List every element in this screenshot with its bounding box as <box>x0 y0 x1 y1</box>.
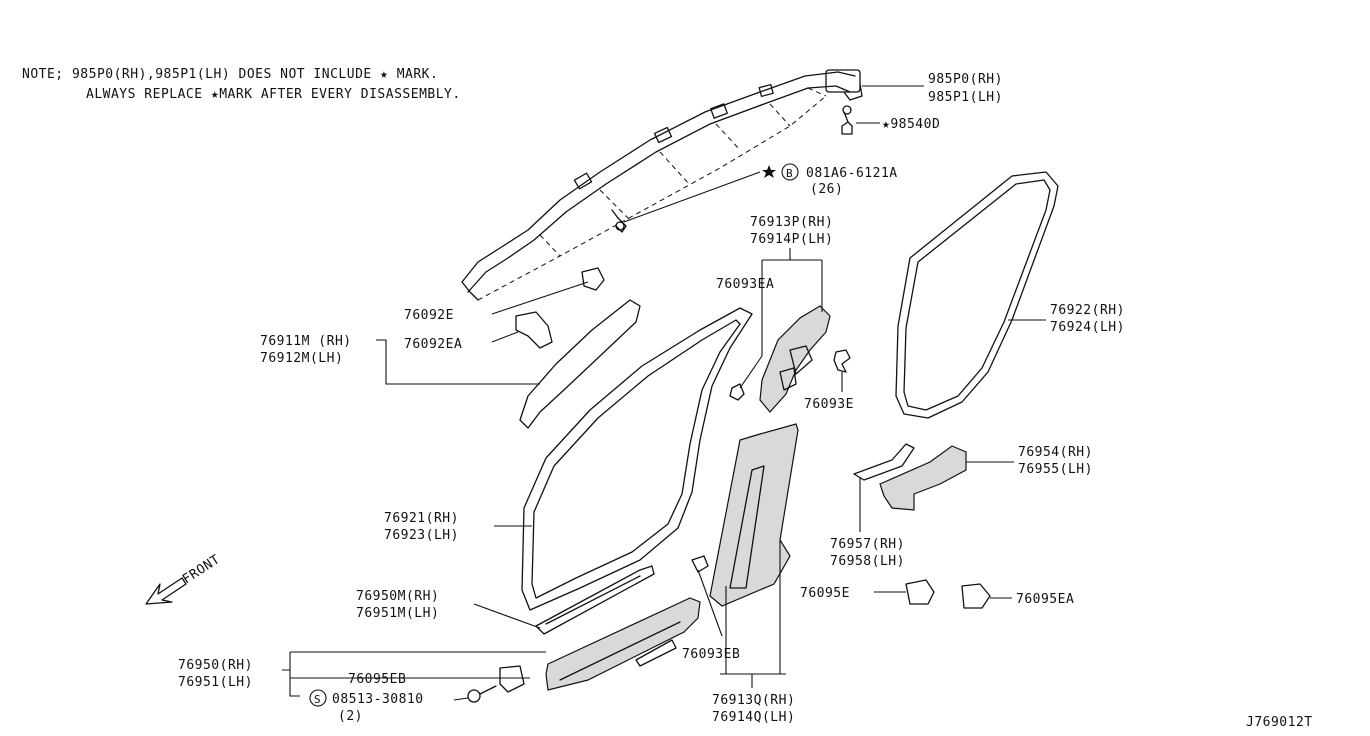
label-081a6-qty: (26) <box>810 182 843 197</box>
label-76957: 76957(RH) <box>830 537 905 552</box>
label-76950m: 76950M(RH) <box>356 589 439 604</box>
leader-76913q <box>720 540 786 688</box>
label-76914q: 76914Q(LH) <box>712 710 795 725</box>
clip-76092ea <box>515 311 553 349</box>
label-985p1: 985P1(LH) <box>928 90 1003 105</box>
note-line-1: NOTE; 985P0(RH),985P1(LH) DOES NOT INCLU… <box>22 67 438 82</box>
leader-76950m <box>473 603 541 629</box>
screw-08513 <box>467 685 497 703</box>
bolt-b-letter: B <box>786 167 793 180</box>
label-081a6: 081A6-6121A <box>806 166 898 181</box>
leader-76950 <box>282 651 546 697</box>
label-76093e: 76093E <box>804 397 854 412</box>
clip-76093ea <box>729 383 745 401</box>
star-icon <box>762 165 776 178</box>
label-76095eb: 76095EB <box>348 672 406 687</box>
label-76924: 76924(LH) <box>1050 320 1125 335</box>
label-76911m: 76911M (RH) <box>260 334 352 349</box>
leader-76913p <box>761 248 823 356</box>
clip-76092e <box>581 267 605 291</box>
front-arrow-icon <box>145 577 187 605</box>
bolt-081a6 <box>611 209 627 233</box>
clip-76093eb <box>691 555 709 573</box>
screw-s-icon <box>309 689 327 707</box>
label-76093eb: 76093EB <box>682 647 740 662</box>
leader-76092e <box>491 281 589 315</box>
front-door-weatherstrip <box>521 307 753 611</box>
a-pillar-garnish <box>519 299 641 429</box>
label-76954: 76954(RH) <box>1018 445 1093 460</box>
front-step-plate <box>535 565 655 635</box>
diagram-id: J769012T <box>1246 715 1313 730</box>
label-76095e: 76095E <box>800 586 850 601</box>
leader-081a6 <box>623 171 761 223</box>
label-76955: 76955(LH) <box>1018 462 1093 477</box>
rear-door-weatherstrip <box>895 171 1059 419</box>
label-76912m: 76912M(LH) <box>260 351 343 366</box>
clip-76095e <box>905 579 935 605</box>
label-76923: 76923(LH) <box>384 528 459 543</box>
label-76951: 76951(LH) <box>178 675 253 690</box>
label-76913p: 76913P(RH) <box>750 215 833 230</box>
leader-08513 <box>453 697 469 701</box>
leader-76093ea <box>739 355 763 389</box>
front-kicking-plate <box>545 597 701 691</box>
leader-76092ea <box>491 331 519 343</box>
curtain-airbag-assembly <box>461 69 863 301</box>
upper-b-pillar-trim <box>759 305 831 413</box>
note-line-2: ALWAYS REPLACE ★MARK AFTER EVERY DISASSE… <box>86 87 461 102</box>
label-76951m: 76951M(LH) <box>356 606 439 621</box>
label-985p0: 985P0(RH) <box>928 72 1003 87</box>
screw-s-letter: S <box>314 693 321 706</box>
label-76092ea: 76092EA <box>404 337 462 352</box>
clip-76095ea <box>961 583 991 609</box>
clip-76095eb <box>499 665 525 693</box>
clip-76093e <box>833 349 851 373</box>
label-76922: 76922(RH) <box>1050 303 1125 318</box>
label-76914p: 76914P(LH) <box>750 232 833 247</box>
lower-b-pillar-trim <box>709 423 799 607</box>
label-76921: 76921(RH) <box>384 511 459 526</box>
rear-step-plate <box>853 443 915 481</box>
label-76913q: 76913Q(RH) <box>712 693 795 708</box>
label-76095ea: 76095EA <box>1016 592 1074 607</box>
label-98540d: ★98540D <box>882 117 940 132</box>
label-76958: 76958(LH) <box>830 554 905 569</box>
leader-76911m <box>376 339 540 385</box>
label-76950: 76950(RH) <box>178 658 253 673</box>
front-label: FRONT <box>180 552 223 587</box>
label-76092e: 76092E <box>404 308 454 323</box>
label-76093ea: 76093EA <box>716 277 774 292</box>
label-08513: 08513-30810 <box>332 692 424 707</box>
rear-kicking-plate <box>879 445 967 511</box>
bolt-b-icon <box>781 163 799 181</box>
leader-76093eb <box>697 569 723 637</box>
label-08513-qty: (2) <box>338 709 363 724</box>
clip-98540d <box>841 105 853 135</box>
